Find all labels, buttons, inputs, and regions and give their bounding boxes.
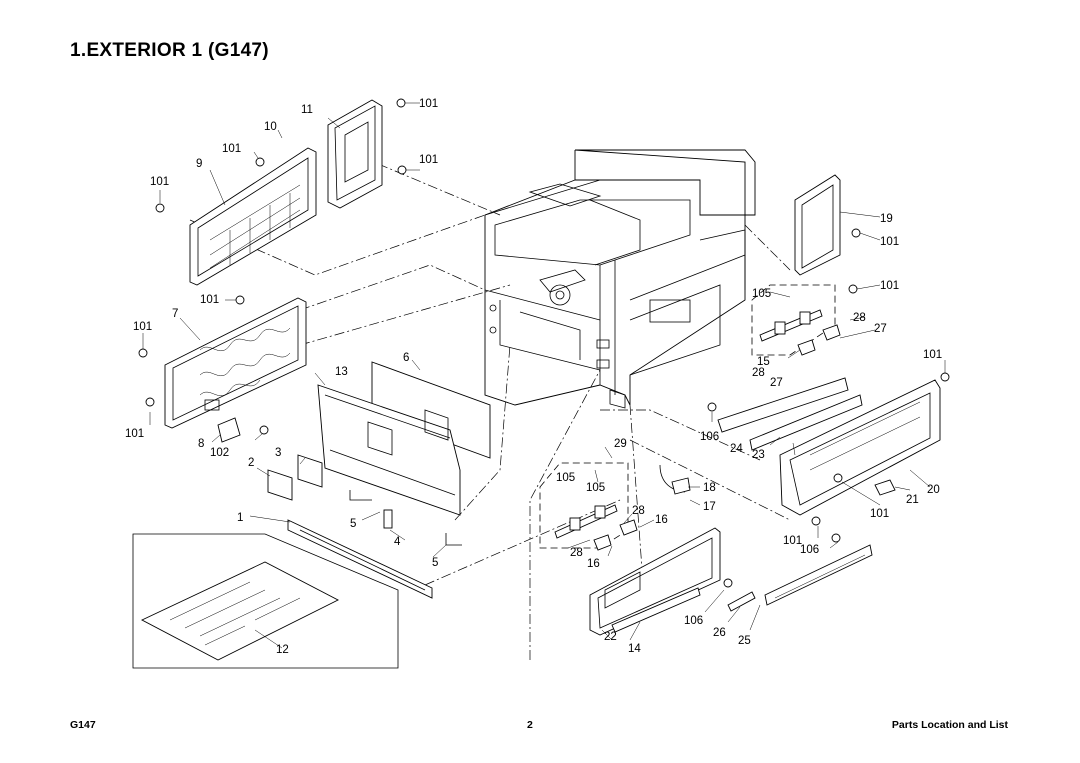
callout-105: 105 <box>556 472 575 484</box>
callout-24: 24 <box>730 443 743 455</box>
callout-106: 106 <box>800 544 819 556</box>
callout-101: 101 <box>200 294 219 306</box>
part-11-rear-upper-cover <box>327 99 383 209</box>
callout-105: 105 <box>752 288 771 300</box>
callout-101: 101 <box>870 508 889 520</box>
callout-101: 101 <box>419 154 438 166</box>
callout-2: 2 <box>248 457 254 469</box>
part-7-left-cover <box>164 297 307 429</box>
part-19-bracket <box>794 174 841 276</box>
callout-16: 16 <box>655 514 668 526</box>
part-29-roller-group <box>539 462 638 551</box>
callout-13: 13 <box>335 366 348 378</box>
part-6-sheet <box>371 361 491 459</box>
callout-106: 106 <box>700 431 719 443</box>
callout-28: 28 <box>570 547 583 559</box>
callout-101: 101 <box>783 535 802 547</box>
callout-21: 21 <box>906 494 919 506</box>
callout-18: 18 <box>703 482 716 494</box>
part-20-right-frame <box>779 379 941 516</box>
callout-14: 14 <box>628 643 641 655</box>
callout-11: 11 <box>301 104 313 116</box>
part-24-rail <box>717 377 849 433</box>
callout-26: 26 <box>713 627 726 639</box>
part-15-roller-group <box>751 284 841 356</box>
callout-20: 20 <box>927 484 940 496</box>
callout-25: 25 <box>738 635 751 647</box>
callout-101: 101 <box>880 236 899 248</box>
part-12-inset-box <box>132 533 399 669</box>
callout-101: 101 <box>419 98 438 110</box>
callout-28: 28 <box>853 312 866 324</box>
callout-106: 106 <box>684 615 703 627</box>
callout-7: 7 <box>172 308 178 320</box>
part-13-front-cover <box>317 384 461 516</box>
part-22-feed-unit <box>589 527 721 636</box>
part-26-bracket <box>727 591 756 612</box>
callout-105: 105 <box>586 482 605 494</box>
callout-101: 101 <box>880 280 899 292</box>
callout-16: 16 <box>587 558 600 570</box>
callout-29: 29 <box>614 438 627 450</box>
part-18-clip <box>671 477 691 495</box>
callout-28: 28 <box>632 505 645 517</box>
callout-8: 8 <box>198 438 204 450</box>
footer-section-title: Parts Location and List <box>891 719 1008 731</box>
part-2-pad <box>267 469 293 501</box>
callout-5: 5 <box>350 518 356 530</box>
part-1-front-rail <box>287 519 433 599</box>
callout-4: 4 <box>394 536 401 548</box>
callout-22: 22 <box>604 631 617 643</box>
footer-page-number: 2 <box>527 719 533 731</box>
callout-102: 102 <box>210 447 229 459</box>
callout-labels: 11 101 10 101 101 9 101 19 101 101 105 1… <box>125 98 942 656</box>
main-body-illustration <box>484 149 756 409</box>
callout-27: 27 <box>770 377 783 389</box>
callout-1: 1 <box>237 512 243 524</box>
screw-icons <box>138 98 950 588</box>
callout-101: 101 <box>150 176 169 188</box>
callout-101: 101 <box>133 321 152 333</box>
callout-28: 28 <box>752 367 765 379</box>
part-3-pad <box>297 454 323 488</box>
part-9-rear-cover <box>189 147 317 286</box>
callout-5: 5 <box>432 557 438 569</box>
callout-10: 10 <box>264 121 277 133</box>
callout-101: 101 <box>125 428 144 440</box>
callout-27: 27 <box>874 323 887 335</box>
callout-3: 3 <box>275 447 281 459</box>
callout-23: 23 <box>752 449 765 461</box>
callout-101: 101 <box>923 349 942 361</box>
callout-19: 19 <box>880 213 893 225</box>
callout-15: 15 <box>757 356 770 368</box>
callout-101: 101 <box>222 143 241 155</box>
footer-model: G147 <box>70 719 96 731</box>
part-23-rail <box>749 394 863 451</box>
part-8-bracket <box>217 417 241 443</box>
part-14-plate <box>611 587 701 633</box>
callout-17: 17 <box>703 501 716 513</box>
callout-12: 12 <box>276 644 289 656</box>
callout-leaders <box>142 102 946 649</box>
part-21-block <box>874 479 896 496</box>
callout-6: 6 <box>403 352 409 364</box>
part-25-rail <box>764 544 873 606</box>
page-title: 1.EXTERIOR 1 (G147) <box>70 40 269 61</box>
callout-9: 9 <box>196 158 202 170</box>
